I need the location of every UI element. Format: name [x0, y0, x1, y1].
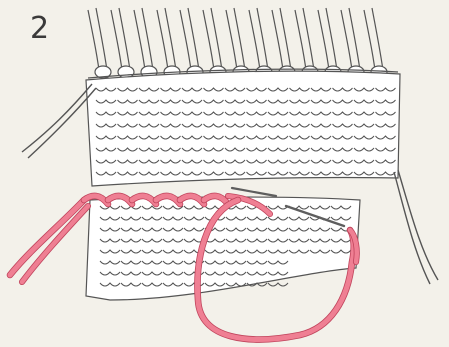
right-yarn-tail-2: [394, 172, 430, 284]
left-yarn-tail-2: [28, 88, 96, 158]
fabric-upper: [86, 71, 400, 186]
yarn-strand: [22, 206, 88, 282]
left-yarn-tail: [22, 84, 92, 152]
yarn-strand: [10, 200, 84, 275]
stitch: [268, 283, 288, 286]
needle-strands: [88, 8, 387, 78]
right-yarn-tail: [398, 170, 438, 280]
